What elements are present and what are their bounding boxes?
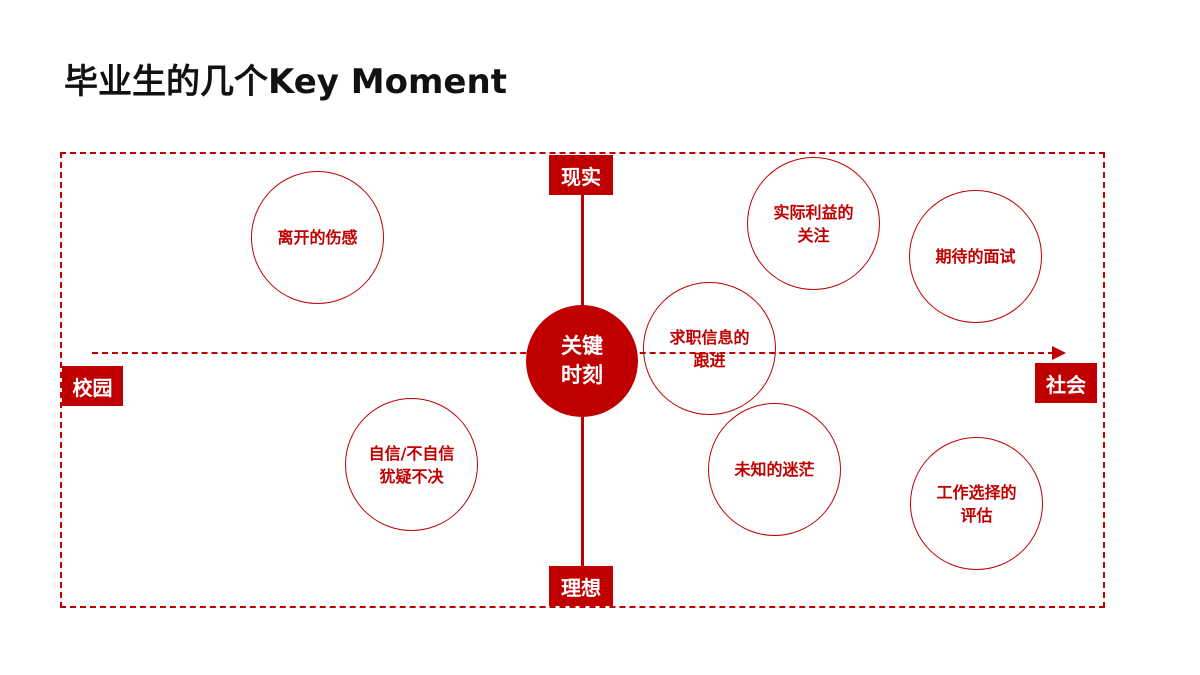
bubble-leaving-sadness: 离开的伤感: [251, 171, 384, 304]
bubble-text: 求职信息的: [669, 327, 750, 347]
bubble-text: 跟进: [693, 350, 726, 370]
axis-label-top-text: 现实: [561, 164, 601, 189]
bubble-text: 期待的面试: [935, 247, 1016, 266]
ideal-axis-lower: [581, 416, 584, 568]
axis-label-bottom-text: 理想: [561, 575, 601, 600]
key-moment-center: 关键 时刻: [526, 305, 638, 417]
bubble-expected-interview: 期待的面试: [909, 190, 1042, 323]
bubble-text: 犹疑不决: [379, 466, 444, 486]
axis-label-bottom: 理想: [549, 566, 613, 606]
bubble-text: 工作选择的: [936, 482, 1017, 502]
bubble-text: 自信/不自信: [368, 443, 455, 463]
bubble-job-choice-evaluation: 工作选择的 评估: [910, 437, 1043, 570]
center-text-line1: 关键: [561, 334, 603, 358]
bubble-text: 离开的伤感: [277, 228, 358, 247]
bubble-unknown-confusion: 未知的迷茫: [708, 403, 841, 536]
diagram-frame: [60, 152, 1105, 608]
reality-axis-upper: [581, 195, 584, 307]
axis-label-right-text: 社会: [1046, 372, 1086, 397]
bubble-text: 评估: [960, 505, 993, 525]
bubble-practical-interests: 实际利益的 关注: [747, 157, 880, 290]
axis-label-top: 现实: [549, 155, 613, 195]
bubble-text: 关注: [797, 225, 830, 245]
bubble-confidence-hesitation: 自信/不自信 犹疑不决: [345, 398, 478, 531]
bubble-text: 实际利益的: [773, 202, 854, 222]
axis-label-left-text: 校园: [72, 375, 113, 400]
axis-label-left: 校园: [62, 366, 123, 406]
axis-label-right: 社会: [1035, 363, 1097, 403]
slide-title: 毕业生的几个Key Moment: [64, 62, 507, 102]
center-text-line2: 时刻: [561, 363, 603, 387]
bubble-text: 未知的迷茫: [734, 460, 815, 479]
arrow-right-icon: [1052, 346, 1066, 360]
bubble-job-info-followup: 求职信息的 跟进: [643, 282, 776, 415]
